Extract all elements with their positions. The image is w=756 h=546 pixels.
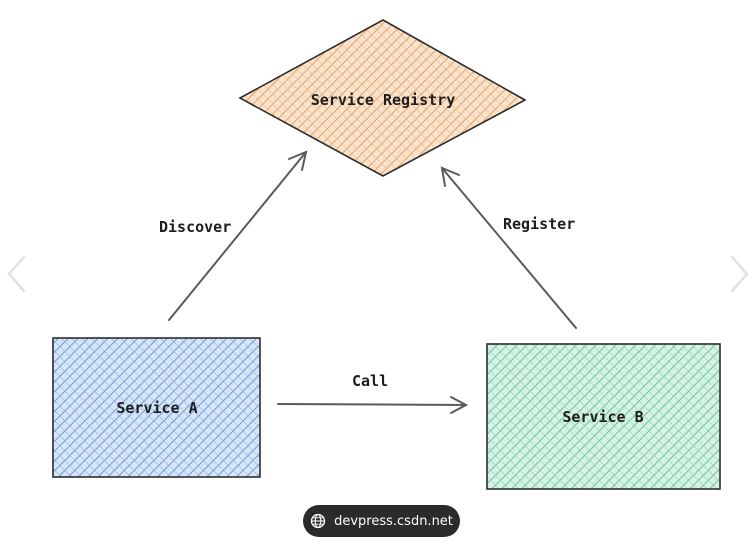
registry-outline	[238, 19, 527, 177]
node-service-a: Service A	[52, 337, 261, 478]
globe-icon	[310, 513, 326, 529]
edge-discover	[168, 150, 308, 321]
call-label: Call	[352, 372, 388, 390]
node-service-b: Service B	[486, 343, 721, 490]
service-b-outline	[486, 343, 721, 490]
register-arrowhead	[440, 166, 460, 187]
watermark-text: devpress.csdn.net	[334, 513, 453, 529]
edge-call	[277, 396, 469, 414]
edge-register	[440, 166, 577, 329]
discover-arrowhead	[288, 150, 308, 171]
registry-label: Service Registry	[311, 91, 456, 109]
watermark-pill[interactable]: devpress.csdn.net	[303, 505, 460, 537]
register-label: Register	[503, 215, 575, 233]
service-b-label: Service B	[562, 408, 643, 426]
call-arrowhead	[450, 396, 469, 414]
service-a-label: Service A	[116, 399, 197, 417]
chevron-left-icon[interactable]	[2, 250, 30, 298]
service-a-outline	[52, 337, 261, 478]
chevron-right-icon[interactable]	[726, 250, 754, 298]
discover-label: Discover	[159, 218, 231, 236]
node-service-registry: Service Registry	[238, 19, 527, 177]
